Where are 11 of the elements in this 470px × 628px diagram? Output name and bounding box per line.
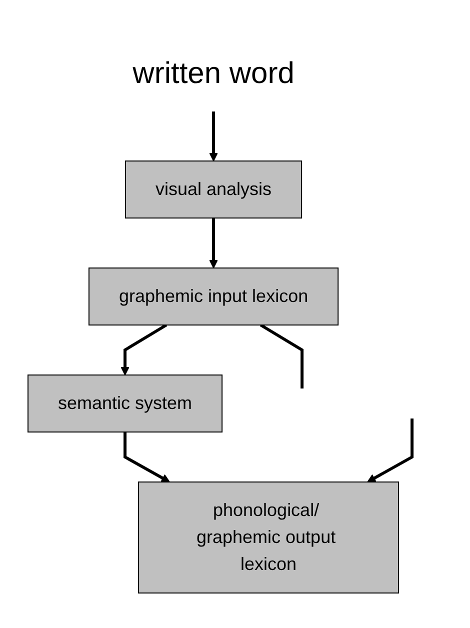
connector <box>260 323 304 388</box>
arrow <box>209 110 218 161</box>
node-box: visual analysis <box>124 160 302 218</box>
arrow <box>120 323 168 375</box>
node-box: semantic system <box>27 374 223 432</box>
node-box: graphemic input lexicon <box>88 267 339 325</box>
arrow <box>367 418 414 482</box>
arrow <box>124 432 170 482</box>
node-text: written word <box>132 56 294 90</box>
arrow <box>209 218 218 268</box>
node-box: phonological/ graphemic output lexicon <box>138 481 399 593</box>
